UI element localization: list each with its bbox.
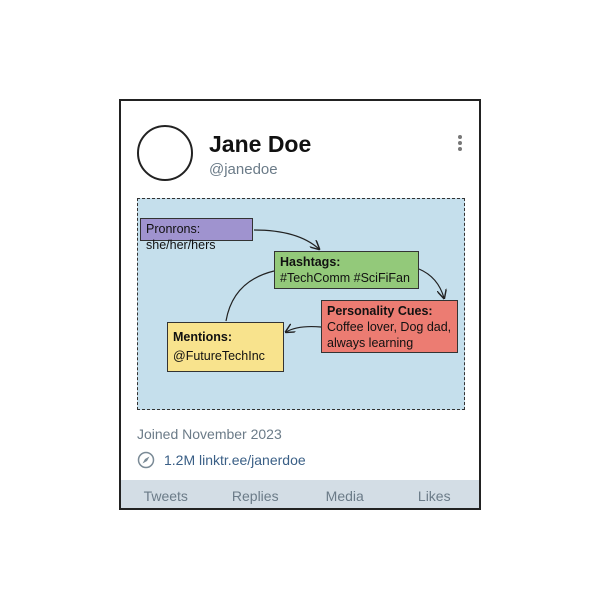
hashtags-value: #TechComm #SciFiFan (280, 271, 410, 285)
profile-handle: @janedoe (209, 161, 278, 178)
annotation-arrows (225, 229, 466, 411)
joined-date: Joined November 2023 (137, 426, 282, 442)
tab-likes[interactable]: Likes (417, 488, 451, 504)
personality-cues-label: Personality Cues: (327, 304, 433, 318)
personality-cues-line2: always learning (327, 336, 414, 350)
avatar[interactable] (137, 125, 193, 181)
profile-name: Jane Doe (209, 131, 312, 157)
pronouns-value: she/her/hers (146, 238, 216, 252)
pronouns-label: Pronrons: (146, 222, 201, 236)
tab-replies[interactable]: Replies (231, 488, 279, 504)
personality-cues-line1: Coffee lover, Dog dad, (327, 320, 452, 334)
profile-tabs: Tweets Replies Media Likes (121, 480, 479, 508)
arrow-mentions-to-hashtags (225, 270, 275, 322)
profile-card: Jane Doe @janedoe Pronrons: she/her/hers… (119, 99, 481, 510)
annotation-panel: Pronrons: she/her/hers Hashtags: #TechCo… (137, 198, 465, 410)
mentions-label: Mentions: (173, 330, 233, 344)
tab-tweets[interactable]: Tweets (143, 488, 188, 504)
tab-media[interactable]: Media (325, 488, 364, 504)
hashtags-box: Hashtags: #TechComm #SciFiFan (274, 251, 419, 289)
more-vertical-icon[interactable] (455, 135, 465, 155)
arrow-pronouns-to-hashtags (253, 229, 319, 249)
personality-cues-box: Personality Cues: Coffee lover, Dog dad,… (321, 300, 458, 353)
hashtags-label: Hashtags: (280, 255, 341, 269)
mentions-value: @FutureTechInc (173, 349, 265, 363)
mentions-box: Mentions: @FutureTechInc (167, 322, 284, 372)
compass-icon (137, 451, 155, 469)
arrow-hashtags-to-cues (418, 268, 444, 298)
profile-link[interactable]: 1.2M linktr.ee/janerdoe (164, 452, 306, 468)
arrow-cues-to-mentions (286, 327, 322, 332)
pronouns-box: Pronrons: she/her/hers (140, 218, 253, 252)
